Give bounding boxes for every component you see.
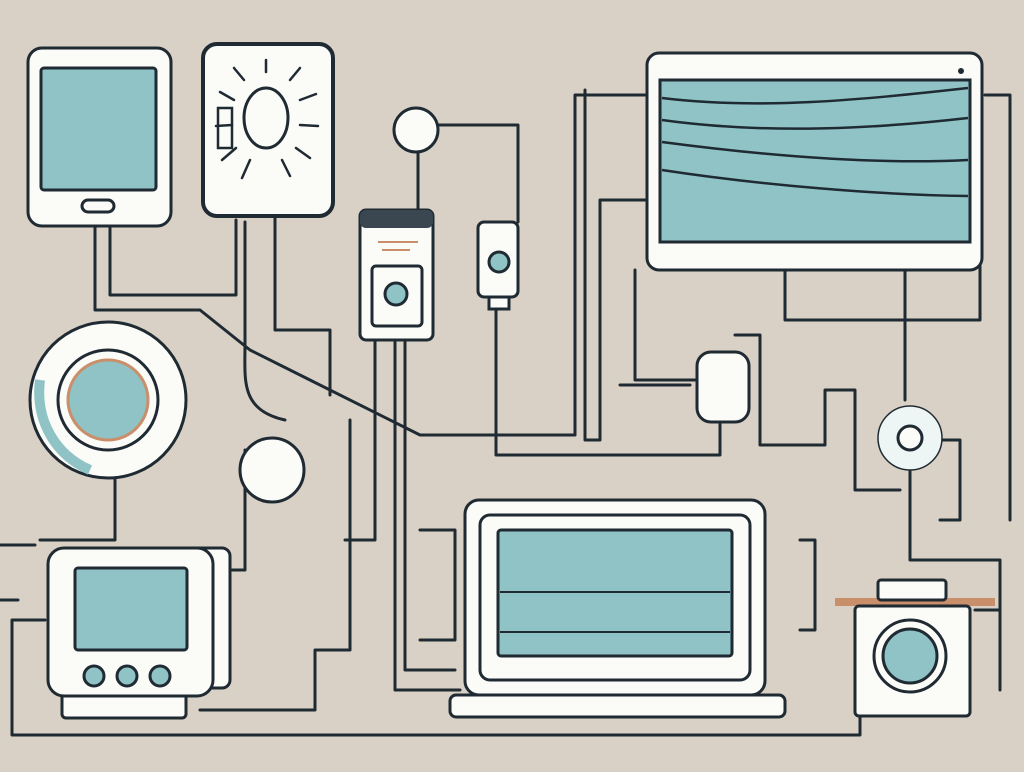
wire [928,438,962,522]
camera-top [876,578,948,602]
monitor-led [958,68,964,74]
wire [418,528,457,642]
wire [393,338,462,692]
plug-adapter-body [695,350,751,424]
laptop-icon [448,498,787,719]
speaker-body [238,436,306,504]
wire [494,298,722,457]
laptop-base [448,693,787,719]
wire [798,538,817,632]
camera-shelf [835,598,995,606]
sensor-icon [877,405,943,471]
display-hub-icon [46,546,232,720]
wire [733,333,902,492]
wall-switch-top [360,210,433,228]
wire [93,93,647,437]
tablet-screen [39,66,158,192]
wire [343,338,377,542]
wire [223,448,247,572]
wall-switch-icon [358,208,435,342]
smart-plug-icon [392,106,440,154]
wire [983,93,1012,522]
lamp-switch [216,106,234,150]
wire [273,213,332,397]
camera-lens [881,627,939,685]
wall-switch-indicator [383,281,409,307]
wire [243,220,287,422]
sensor-icon [476,220,520,311]
tablet-icon [26,46,173,228]
thermostat-accent [34,379,93,475]
wire [403,338,457,672]
sensor-light [487,250,511,274]
monitor-waves [661,86,969,198]
wire [108,218,238,297]
thermostat-dial [66,358,150,442]
lamp-panel-icon [201,42,335,218]
thermostat-icon [28,320,188,480]
tablet-home-button [80,198,116,214]
wire [38,473,117,542]
wire [198,418,352,712]
display-hub-button [148,664,172,688]
monitor-icon [645,51,984,272]
smart-plug-icon [695,350,751,424]
wire [10,618,862,737]
round-sensor-center [896,424,924,452]
wire-network [0,88,1012,737]
wire [583,88,647,442]
wire [633,268,697,382]
camera-icon [835,578,995,718]
wire [908,468,1002,692]
smart-plug-body [392,106,440,154]
display-hub-button [82,664,106,688]
display-hub-button [115,664,139,688]
lamp-bulb [242,86,290,150]
wire [428,123,520,224]
display-hub-screen [73,566,189,652]
speaker-icon [238,436,306,504]
sensor-plug [487,295,511,311]
